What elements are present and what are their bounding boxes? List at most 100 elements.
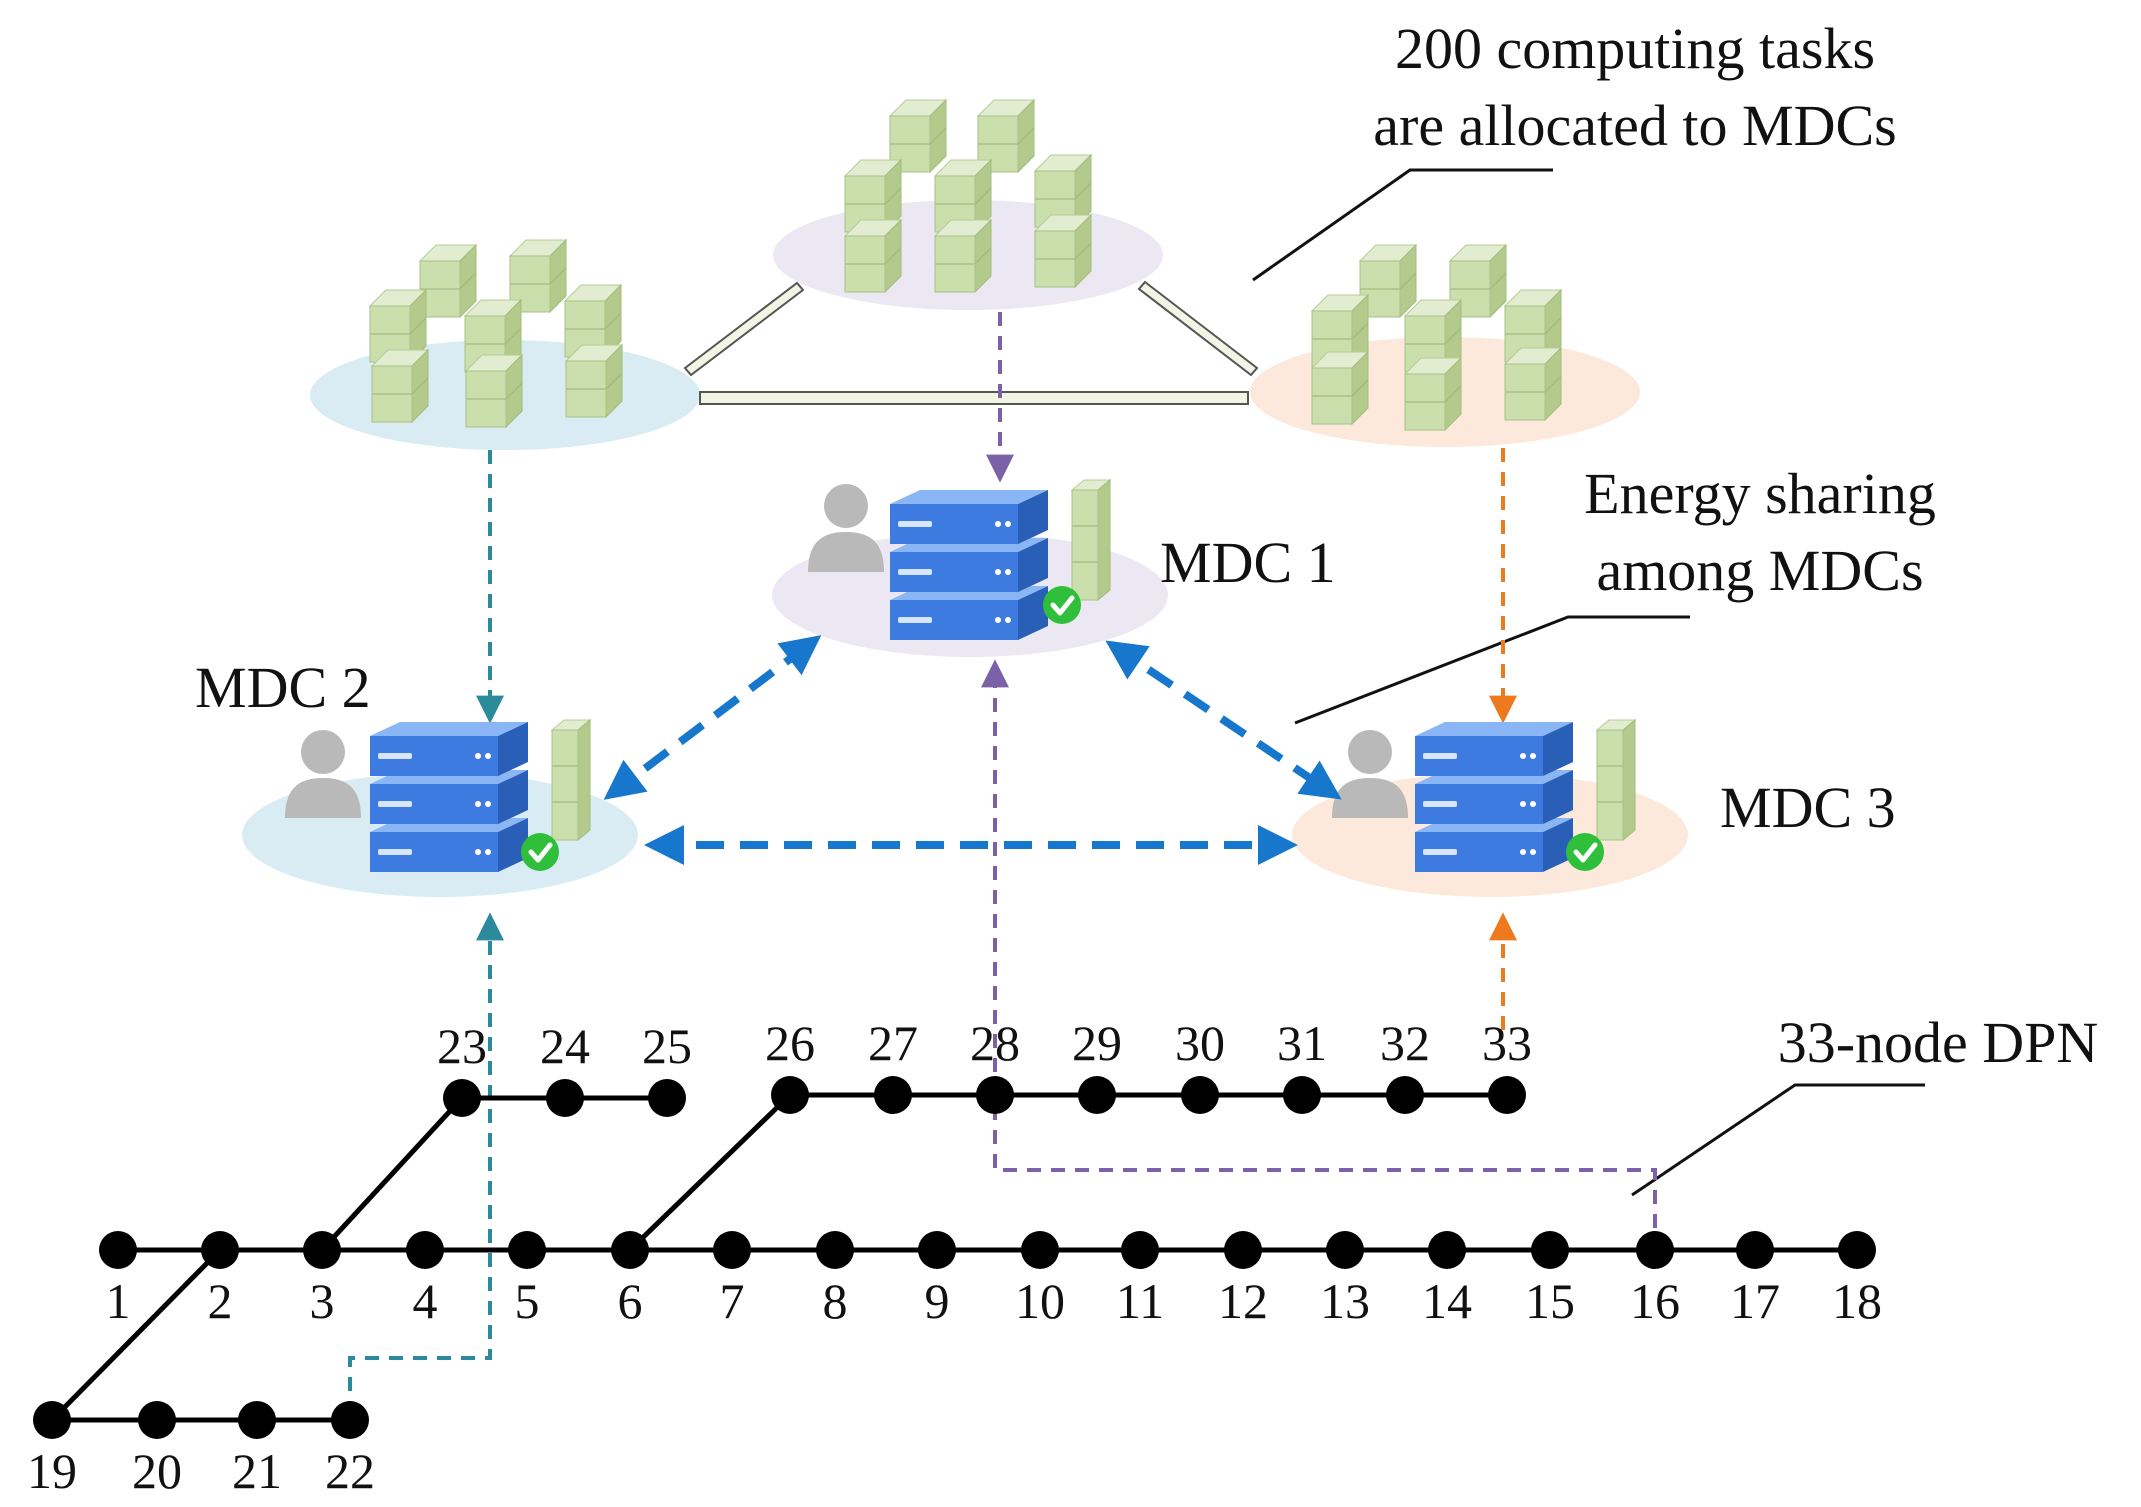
tasks-line2: are allocated to MDCs — [1373, 93, 1896, 158]
dpn-node-3 — [303, 1231, 341, 1269]
dpn-node-11 — [1121, 1231, 1159, 1269]
task-block-icon — [1596, 719, 1636, 841]
dpn-node-label-29: 29 — [1072, 1015, 1122, 1071]
check-badge-icon — [1566, 833, 1604, 871]
dpn-node-label-13: 13 — [1320, 1273, 1370, 1329]
energy-arrow-mdc1-mdc3 — [1105, 640, 1342, 800]
dpn-node-10 — [1021, 1231, 1059, 1269]
dpn-node-label-28: 28 — [970, 1015, 1020, 1071]
task-block-icon — [419, 244, 477, 318]
tasks-leader-line — [1252, 168, 1553, 282]
dpn-node-label-24: 24 — [540, 1018, 590, 1074]
dpn-node-26 — [771, 1076, 809, 1114]
dpn-node-13 — [1326, 1231, 1364, 1269]
dpn-leader-line — [1631, 1083, 1925, 1197]
dpn-node-19 — [33, 1401, 71, 1439]
dpn-node-label-14: 14 — [1422, 1273, 1472, 1329]
task-block-icon — [1311, 351, 1369, 425]
user-icon — [808, 484, 884, 572]
check-badge-icon — [521, 833, 559, 871]
dpn-node-32 — [1386, 1076, 1424, 1114]
dpn-node-label-25: 25 — [642, 1018, 692, 1074]
dpn-node-33 — [1488, 1076, 1526, 1114]
dpn-label: 33-node DPN — [1778, 1010, 2099, 1075]
dpn-node-label-1: 1 — [106, 1273, 131, 1329]
dpn-node-label-7: 7 — [720, 1273, 745, 1329]
grid-link-mdc2 — [348, 912, 504, 1415]
dpn-node-1 — [99, 1231, 137, 1269]
dpn-node-label-18: 18 — [1832, 1273, 1882, 1329]
dpn-node-label-21: 21 — [232, 1443, 282, 1499]
task-cluster-right — [1250, 244, 1640, 447]
server-rack-icon — [890, 490, 1048, 640]
task-block-icon — [465, 354, 523, 428]
dpn-node-label-2: 2 — [208, 1273, 233, 1329]
server-rack-icon — [1415, 722, 1573, 872]
dpn-node-label-3: 3 — [310, 1273, 335, 1329]
dpn-node-label-27: 27 — [868, 1015, 918, 1071]
dpn-node-label-9: 9 — [925, 1273, 950, 1329]
energy-sharing-arrows — [603, 635, 1342, 865]
server-rack-icon — [370, 722, 528, 872]
task-block-icon — [551, 719, 591, 841]
task-block-icon — [1071, 479, 1111, 601]
task-block-icon — [1504, 347, 1562, 421]
task-cluster-left — [310, 239, 700, 450]
task-block-icon — [1034, 214, 1092, 288]
dpn-node-12 — [1224, 1231, 1262, 1269]
mdc1: MDC 1 — [772, 479, 1336, 657]
dpn-line-3-23 — [320, 1096, 464, 1252]
user-icon — [1332, 730, 1408, 818]
dpn-node-label-16: 16 — [1630, 1273, 1680, 1329]
annotation-dpn: 33-node DPN — [1631, 1010, 2099, 1197]
dpn-node-label-23: 23 — [437, 1018, 487, 1074]
mdc2: MDC 2 — [195, 655, 638, 897]
task-cluster-center — [773, 99, 1163, 310]
cluster-links — [683, 280, 1259, 405]
dpn-line-2-19 — [50, 1248, 222, 1422]
allocation-arrows — [476, 312, 1517, 724]
task-block-icon — [934, 219, 992, 293]
dpn-node-21 — [238, 1401, 276, 1439]
dpn-node-label-32: 32 — [1380, 1015, 1430, 1071]
dpn-node-label-5: 5 — [515, 1273, 540, 1329]
dpn-node-16 — [1636, 1231, 1674, 1269]
dpn-node-5 — [508, 1231, 546, 1269]
annotation-tasks: 200 computing tasks are allocated to MDC… — [1252, 16, 1897, 282]
grid-links — [348, 659, 1657, 1415]
dpn-node-label-26: 26 — [765, 1015, 815, 1071]
dpn-node-label-19: 19 — [27, 1443, 77, 1499]
energy-arrow-mdc2-mdc1 — [603, 635, 822, 800]
dpn-node-7 — [713, 1231, 751, 1269]
dpn-node-6 — [611, 1231, 649, 1269]
dpn-node-14 — [1428, 1231, 1466, 1269]
energy-leader-line — [1294, 615, 1690, 725]
dpn-node-15 — [1531, 1231, 1569, 1269]
dpn-node-22 — [331, 1401, 369, 1439]
dpn-node-label-31: 31 — [1277, 1015, 1327, 1071]
dpn-node-label-11: 11 — [1116, 1273, 1164, 1329]
dpn-node-29 — [1078, 1076, 1116, 1114]
dpn-node-17 — [1736, 1231, 1774, 1269]
mdc3: MDC 3 — [1292, 719, 1896, 897]
dpn-node-label-33: 33 — [1482, 1015, 1532, 1071]
dpn-node-27 — [874, 1076, 912, 1114]
dpn-node-24 — [546, 1079, 584, 1117]
dpn-node-label-17: 17 — [1730, 1273, 1780, 1329]
grid-link-mdc1 — [981, 659, 1657, 1228]
dpn-node-8 — [816, 1231, 854, 1269]
dpn-node-label-30: 30 — [1175, 1015, 1225, 1071]
dpn-node-18 — [1838, 1231, 1876, 1269]
dpn-node-label-12: 12 — [1218, 1273, 1268, 1329]
dpn-node-20 — [138, 1401, 176, 1439]
dpn-node-label-4: 4 — [413, 1273, 438, 1329]
mdc1-label: MDC 1 — [1160, 530, 1336, 595]
task-block-icon — [1404, 357, 1462, 431]
dpn-node-label-20: 20 — [132, 1443, 182, 1499]
energy-line2: among MDCs — [1596, 538, 1923, 603]
dpn-node-2 — [201, 1231, 239, 1269]
dpn-line-6-26 — [628, 1093, 792, 1252]
